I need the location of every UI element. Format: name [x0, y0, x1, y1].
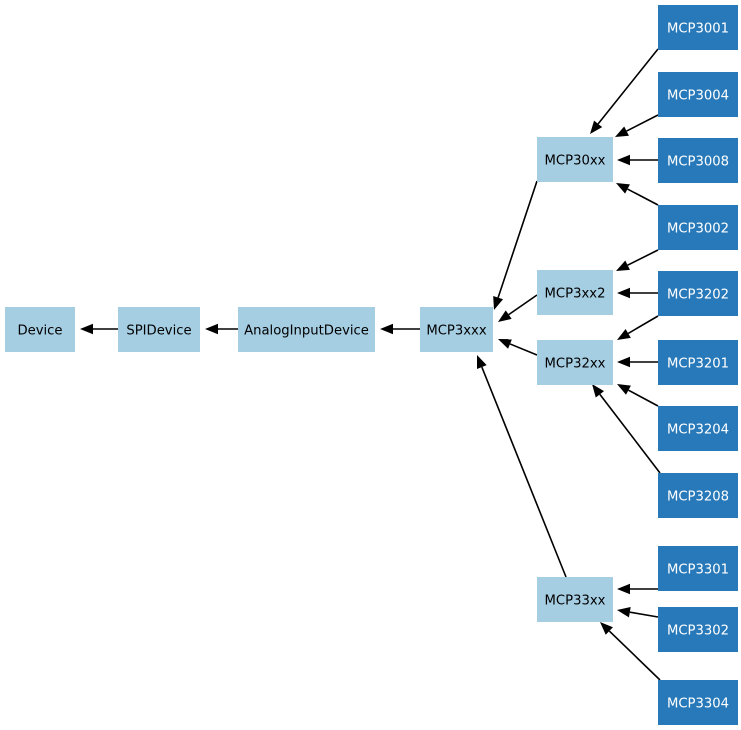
edge-mcp30xx-to-mcp3xxx — [493, 180, 538, 310]
class-node-mcp3004[interactable]: MCP3004 — [658, 72, 738, 117]
class-node-mcp3202[interactable]: MCP3202 — [658, 271, 738, 316]
node-box[interactable] — [537, 577, 613, 622]
edge-analoginput-to-spidevice — [205, 323, 238, 335]
node-box[interactable] — [537, 137, 613, 182]
node-box[interactable] — [658, 138, 738, 183]
node-box[interactable] — [658, 72, 738, 117]
edge-mcp3302-to-mcp33xx — [617, 607, 659, 618]
node-box[interactable] — [658, 473, 738, 518]
node-box[interactable] — [658, 205, 738, 250]
node-box[interactable] — [5, 307, 75, 352]
edge-mcp3002-to-mcp3xx2 — [616, 249, 659, 271]
node-box[interactable] — [658, 680, 738, 725]
edge-mcp3202-to-mcp32xx — [617, 315, 659, 340]
class-node-spidevice[interactable]: SPIDevice — [118, 307, 200, 352]
edge-mcp3202-to-mcp3xx2 — [617, 287, 658, 299]
node-box[interactable] — [420, 307, 493, 352]
class-node-device[interactable]: Device — [5, 307, 75, 352]
class-node-mcp3204[interactable]: MCP3204 — [658, 406, 738, 451]
class-node-mcp3008[interactable]: MCP3008 — [658, 138, 738, 183]
class-node-mcp3xx2[interactable]: MCP3xx2 — [537, 270, 613, 315]
edge-mcp3002-to-mcp30xx — [616, 183, 659, 206]
node-box[interactable] — [658, 271, 738, 316]
edge-mcp3208-to-mcp32xx — [592, 384, 661, 474]
edge-mcp32xx-to-mcp3xxx — [498, 339, 538, 356]
class-node-mcp3002[interactable]: MCP3002 — [658, 205, 738, 250]
edge-mcp3004-to-mcp30xx — [615, 114, 659, 137]
node-box[interactable] — [658, 406, 738, 451]
class-node-analoginput[interactable]: AnalogInputDevice — [238, 307, 375, 352]
edge-mcp3301-to-mcp33xx — [617, 583, 658, 595]
class-node-mcp30xx[interactable]: MCP30xx — [537, 137, 613, 182]
edge-spidevice-to-device — [80, 323, 118, 335]
edge-mcp3201-to-mcp32xx — [617, 356, 658, 368]
node-box[interactable] — [658, 5, 738, 50]
edge-mcp3204-to-mcp32xx — [617, 384, 659, 407]
class-node-mcp3001[interactable]: MCP3001 — [658, 5, 738, 50]
class-node-mcp3201[interactable]: MCP3201 — [658, 340, 738, 385]
node-box[interactable] — [658, 546, 738, 591]
class-node-mcp32xx[interactable]: MCP32xx — [537, 340, 613, 385]
node-box[interactable] — [238, 307, 375, 352]
node-box[interactable] — [658, 340, 738, 385]
node-box[interactable] — [658, 607, 738, 652]
node-box[interactable] — [537, 340, 613, 385]
edge-mcp3xxx-to-analoginput — [380, 323, 420, 335]
edge-mcp3304-to-mcp33xx — [600, 622, 661, 681]
class-node-mcp3xxx[interactable]: MCP3xxx — [420, 307, 493, 352]
node-box[interactable] — [118, 307, 200, 352]
class-node-mcp3302[interactable]: MCP3302 — [658, 607, 738, 652]
class-node-mcp3301[interactable]: MCP3301 — [658, 546, 738, 591]
edge-mcp3xx2-to-mcp3xxx — [498, 294, 538, 322]
class-node-mcp3208[interactable]: MCP3208 — [658, 473, 738, 518]
class-node-mcp33xx[interactable]: MCP33xx — [537, 577, 613, 622]
edge-mcp3001-to-mcp30xx — [590, 48, 659, 134]
edges-layer — [80, 48, 661, 681]
class-node-mcp3304[interactable]: MCP3304 — [658, 680, 738, 725]
node-box[interactable] — [537, 270, 613, 315]
edge-mcp3008-to-mcp30xx — [617, 154, 658, 166]
edge-mcp33xx-to-mcp3xxx — [477, 355, 567, 578]
